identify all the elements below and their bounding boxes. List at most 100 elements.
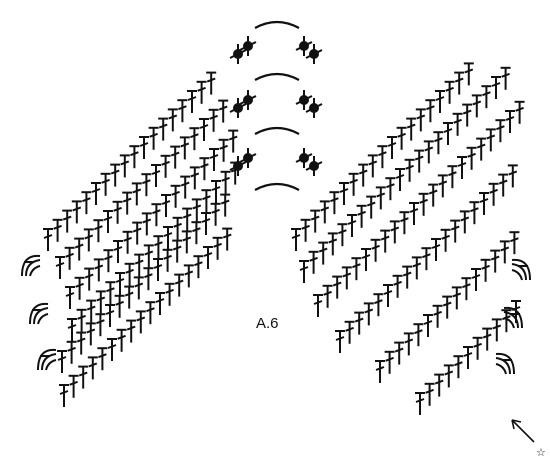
stitch-symbol <box>344 320 355 344</box>
stitch-symbol <box>310 209 321 233</box>
start-star-icon: ☆ <box>536 446 546 459</box>
stitch-symbol <box>177 99 188 123</box>
edge-fan <box>511 258 531 281</box>
stitch-symbol <box>115 272 125 295</box>
stitch-symbol <box>164 282 175 306</box>
stitch-symbol <box>461 277 472 301</box>
stitch-symbol <box>434 373 445 397</box>
stitch-symbol <box>425 99 436 123</box>
stitch-symbol <box>174 273 185 297</box>
stitch-symbol <box>220 170 231 194</box>
stitch-symbol <box>479 192 489 215</box>
stitch-symbol <box>300 218 311 242</box>
stitch-symbol <box>160 154 171 178</box>
stitch-symbol <box>103 210 113 233</box>
stitch-symbol <box>444 80 455 104</box>
diagram-label: A.6 <box>256 315 279 332</box>
stitch-symbol <box>454 71 465 95</box>
stitch-symbol <box>218 99 229 123</box>
stitch-symbol <box>313 294 323 317</box>
chain-arc <box>254 126 300 135</box>
stitch-symbol <box>170 145 181 169</box>
stitch-symbol <box>189 166 200 190</box>
stitch-symbol <box>105 304 115 327</box>
stitch-symbol <box>105 281 116 305</box>
stitch-symbol <box>155 292 165 315</box>
chain-arc <box>254 182 300 191</box>
stitch-symbol <box>203 246 213 269</box>
stitch-symbol <box>366 195 377 219</box>
stitch-symbol <box>447 165 458 189</box>
stitch-symbol <box>442 295 453 319</box>
stitch-symbol <box>212 236 223 260</box>
chain-arc <box>254 20 300 29</box>
stitch-symbol <box>339 182 349 205</box>
stitch-symbol <box>377 145 388 169</box>
stitch-symbol <box>472 336 483 360</box>
stitch-symbol <box>337 223 348 247</box>
stitch-symbol <box>308 250 319 274</box>
stitch-symbol <box>387 136 397 159</box>
stitch-symbol <box>141 173 152 197</box>
stitch-symbol <box>143 244 154 268</box>
stitch-symbol <box>299 260 309 283</box>
stitch-symbol <box>463 62 474 86</box>
stitch-symbol <box>488 182 499 206</box>
stitch-symbol <box>373 293 384 317</box>
stitch-symbol <box>459 210 470 234</box>
stitch-symbol <box>162 248 173 272</box>
stitch-symbol <box>74 237 85 261</box>
stitch-symbol <box>139 136 149 159</box>
stitch-symbol <box>453 355 464 379</box>
stitch-symbol <box>199 118 209 141</box>
stitch-symbol <box>428 183 439 207</box>
stitch-symbol <box>406 117 417 141</box>
stitch-symbol <box>151 164 161 187</box>
stitch-symbol <box>180 175 191 199</box>
stitch-symbol <box>463 346 473 369</box>
stitch-symbol <box>67 318 77 341</box>
stitch-symbol <box>433 131 444 155</box>
stitch-symbol <box>189 127 200 151</box>
stitch-symbol <box>122 191 133 215</box>
stitch-symbol <box>183 264 194 288</box>
stitch-symbol <box>392 274 403 298</box>
stitch-symbol <box>64 246 75 270</box>
stitch-symbol <box>95 313 106 337</box>
stitch-symbol <box>122 230 133 254</box>
stitch-symbol <box>329 191 340 215</box>
stitch-symbol <box>151 203 162 227</box>
stitch-symbol <box>81 191 92 215</box>
stitch-symbol <box>471 94 482 118</box>
stitch-symbol <box>172 216 183 240</box>
stitch-symbol <box>107 338 117 361</box>
stitch-symbol <box>418 192 429 216</box>
stitch-symbol <box>43 228 53 251</box>
stitch-symbol <box>153 235 164 259</box>
stitch-symbol <box>218 138 229 162</box>
stitch-symbol <box>318 241 329 265</box>
stitch-symbol <box>110 163 121 187</box>
stitch-symbol <box>209 148 219 171</box>
stitch-symbol <box>491 76 501 99</box>
stitch-symbol <box>124 262 135 286</box>
stitch-symbol <box>66 340 77 364</box>
bobble-stitch-pair <box>295 36 323 64</box>
stitch-symbol <box>443 364 454 388</box>
stitch-symbol <box>380 229 391 253</box>
stitch-symbol <box>191 198 202 222</box>
right-stitch-rows <box>291 62 525 415</box>
stitch-symbol <box>443 122 453 145</box>
stitch-symbol <box>68 374 79 398</box>
edge-fan <box>495 352 515 375</box>
stitch-symbol <box>451 286 462 310</box>
stitch-symbol <box>163 226 173 249</box>
stitch-symbol <box>332 275 343 299</box>
stitch-symbol <box>481 85 492 109</box>
stitch-symbol <box>55 256 65 279</box>
stitch-symbol <box>153 258 163 281</box>
stitch-symbol <box>210 202 221 226</box>
stitch-symbol <box>476 137 487 161</box>
stitch-symbol <box>507 164 518 188</box>
